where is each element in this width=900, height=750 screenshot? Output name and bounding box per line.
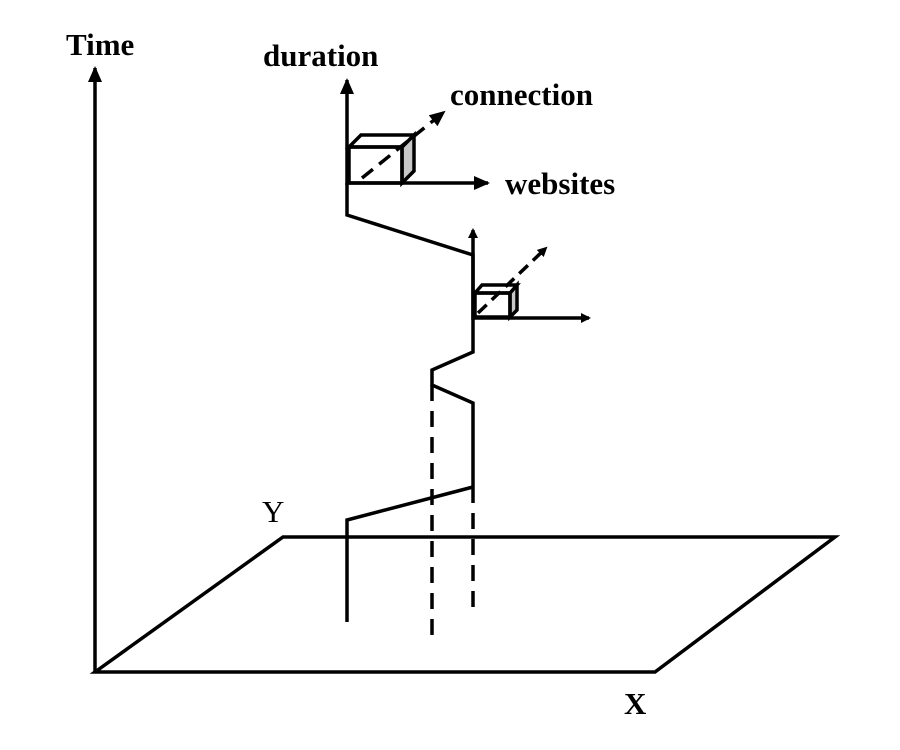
duration-label: duration	[263, 38, 378, 73]
connection-axis-2	[476, 246, 548, 315]
x-label: X	[624, 686, 647, 721]
time-label: Time	[66, 27, 134, 62]
xy-plane	[89, 535, 841, 674]
cube2-front	[473, 291, 512, 319]
trajectory-solid-2	[345, 183, 475, 487]
y-label: Y	[262, 494, 284, 529]
connection-label: connection	[450, 77, 593, 112]
trajectory-solid-1	[345, 485, 474, 622]
websites-label: websites	[505, 166, 615, 201]
connection-axis	[360, 110, 446, 180]
cube-front	[347, 145, 404, 185]
